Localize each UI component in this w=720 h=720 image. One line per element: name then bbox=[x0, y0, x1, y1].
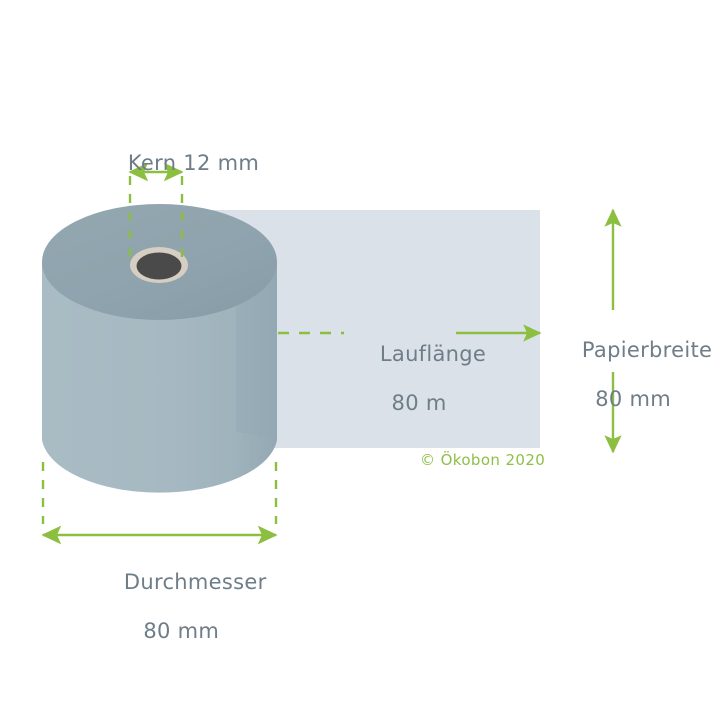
roll-body-shading bbox=[236, 262, 277, 440]
paper-width-label-value: 80 mm bbox=[595, 387, 672, 412]
run-length-label: Lauflänge 80 m bbox=[352, 317, 486, 466]
roll-diameter-dimension-group bbox=[41, 462, 278, 545]
roll-body bbox=[42, 262, 277, 493]
core-diameter-label-text: Kern 12 mm bbox=[127, 150, 260, 175]
paper-width-label-text: Papierbreite bbox=[581, 337, 713, 362]
roll-core-hole bbox=[136, 252, 182, 280]
core-diameter-label: Kern 12 mm bbox=[100, 126, 259, 200]
roll-diameter-label-text: Durchmesser bbox=[123, 569, 267, 594]
roll-diameter-label-value: 80 mm bbox=[143, 619, 220, 644]
paper-roll bbox=[42, 204, 277, 493]
core-dimension-group bbox=[128, 162, 184, 258]
run-length-label-value: 80 m bbox=[391, 391, 447, 416]
copyright-notice: © Ökobon 2020 bbox=[420, 451, 546, 469]
run-length-label-text: Lauflänge bbox=[379, 341, 487, 366]
paper-width-label: Papierbreite 80 mm bbox=[554, 313, 712, 462]
roll-diameter-label: Durchmesser 80 mm bbox=[96, 545, 267, 694]
